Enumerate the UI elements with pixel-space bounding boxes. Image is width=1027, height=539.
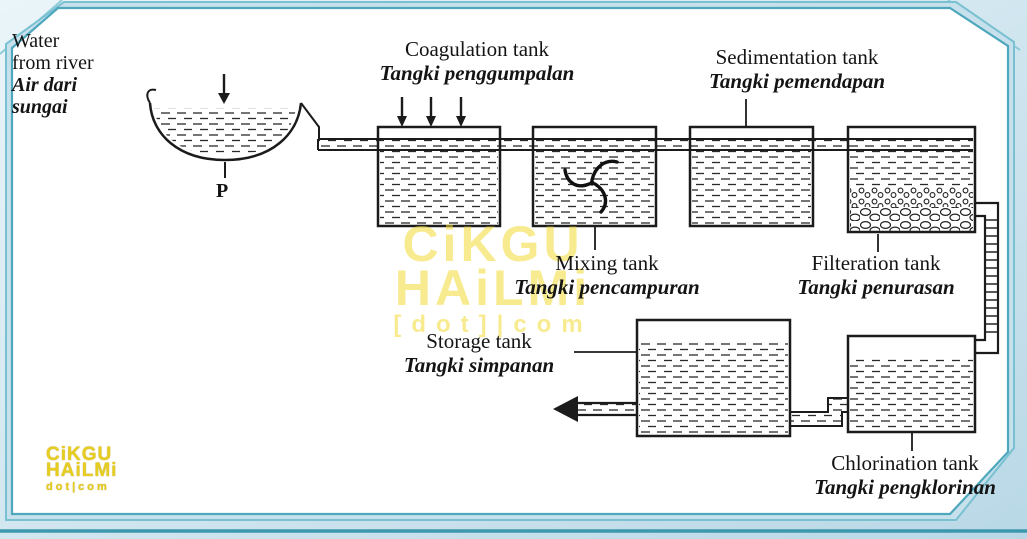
sedimentation-tank — [688, 125, 815, 228]
source-inflow-arrow — [218, 74, 230, 104]
chlorination-tank — [846, 334, 977, 434]
intake-basin — [146, 88, 320, 178]
watermark-center: CiKGU HAiLMi [dot]|com — [393, 216, 593, 340]
coagulation-tank — [376, 125, 502, 228]
coagulant-inlet-arrows — [397, 97, 466, 127]
sedimentation-tank-label: Sedimentation tank Tangki pemendapan — [709, 45, 885, 93]
coagulation-label-en: Coagulation tank — [404, 37, 550, 61]
pebble-layer — [850, 207, 973, 231]
filtration-label-en: Filteration tank — [811, 251, 941, 275]
chlorination-label-ms: Tangki pengklorinan — [814, 474, 996, 499]
mixing-tank-label: Mixing tank Tangki pencampuran — [514, 251, 700, 299]
filtration-tank-label: Filteration tank Tangki penurasan — [797, 251, 955, 299]
outflow-pipe — [553, 396, 637, 422]
storage-tank — [635, 318, 792, 438]
watermark-center-line3: [dot]|com — [393, 311, 593, 338]
source-label-ms-1: Air dari — [12, 74, 78, 96]
watermark-corner-line2: HAiLMi — [46, 460, 118, 481]
filtration-tank — [846, 125, 977, 234]
source-label-en-2: from river — [12, 52, 94, 74]
transfer-pipe — [789, 397, 849, 427]
watermark-corner: CiKGU HAiLMi dot|com — [46, 444, 118, 495]
chlorination-tank-label: Chlorination tank Tangki pengklorinan — [814, 451, 996, 499]
mixing-tank — [531, 125, 658, 228]
water-channel — [317, 138, 973, 151]
storage-label-ms: Tangki simpanan — [403, 352, 555, 377]
chlorination-label-en: Chlorination tank — [831, 451, 979, 475]
sedimentation-label-ms: Tangki pemendapan — [709, 68, 885, 93]
leader-lines — [574, 99, 913, 451]
storage-tank-label: Storage tank Tangki simpanan — [403, 329, 555, 377]
stirrer-icon — [563, 159, 619, 214]
source-label-en-1: Water — [12, 30, 60, 52]
source-label: Water from river Air dari sungai — [12, 30, 94, 118]
pump-label: P — [216, 180, 229, 202]
downpipe — [974, 201, 1000, 355]
watermark-center-line1: CiKGU — [402, 216, 584, 272]
mixing-label-ms: Tangki pencampuran — [514, 274, 700, 299]
watermark-corner-line1: CiKGU — [46, 444, 113, 465]
source-label-ms-2: sungai — [12, 96, 68, 118]
sand-layer — [850, 187, 973, 207]
coagulation-tank-label: Coagulation tank Tangki penggumpalan — [379, 37, 575, 85]
storage-label-en: Storage tank — [426, 329, 532, 353]
watermark-corner-line3: dot|com — [46, 481, 110, 493]
outflow-arrow — [553, 396, 578, 422]
sedimentation-label-en: Sedimentation tank — [715, 45, 879, 69]
coagulation-label-ms: Tangki penggumpalan — [379, 60, 575, 85]
filtration-label-ms: Tangki penurasan — [797, 274, 955, 299]
watermark-center-line2: HAiLMi — [394, 260, 592, 316]
mixing-label-en: Mixing tank — [555, 251, 659, 275]
